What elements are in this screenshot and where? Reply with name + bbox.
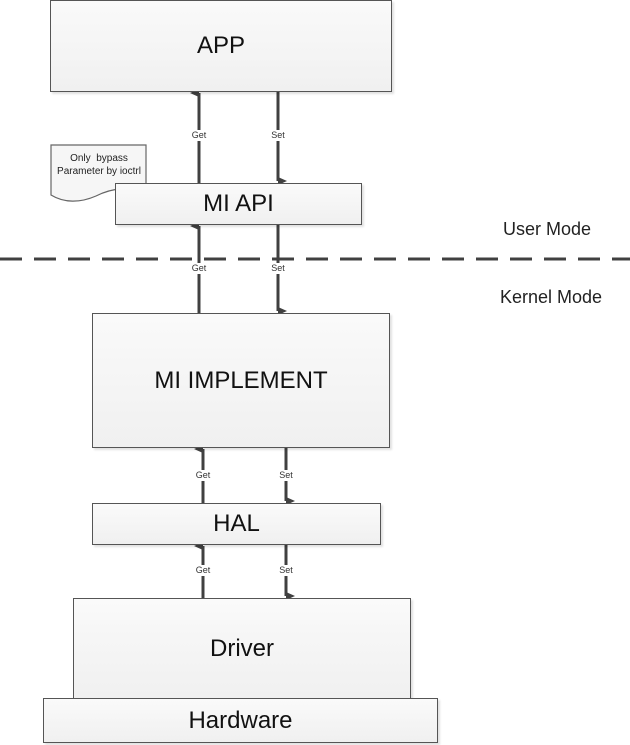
driver-box: Driver — [73, 598, 411, 699]
note-line-2: Parameter by ioctrl — [57, 166, 141, 177]
app-box: APP — [50, 0, 392, 92]
hardware-label: Hardware — [188, 706, 293, 734]
set-label-hal: Set — [278, 565, 294, 576]
driver-label: Driver — [210, 634, 274, 662]
hal-box: HAL — [92, 503, 381, 545]
set-label-app: Set — [270, 130, 286, 141]
get-label-api: Get — [190, 263, 208, 274]
mi-implement-box: MI IMPLEMENT — [92, 313, 390, 448]
mi-implement-label: MI IMPLEMENT — [154, 366, 328, 394]
hal-label: HAL — [213, 510, 260, 537]
note-text: Only bypass Parameter by ioctrl — [51, 152, 147, 178]
set-label-api: Set — [270, 263, 286, 274]
set-label-impl: Set — [278, 470, 294, 481]
get-label-impl: Get — [194, 470, 212, 481]
kernel-mode-label: Kernel Mode — [500, 287, 603, 307]
mi-api-box: MI API — [115, 183, 362, 225]
get-label-hal: Get — [194, 565, 212, 576]
app-label: APP — [196, 32, 246, 59]
hardware-box: Hardware — [43, 698, 438, 743]
user-mode-label: User Mode — [503, 219, 592, 239]
get-label-app: Get — [190, 130, 208, 141]
note-line-1: Only bypass — [70, 153, 128, 164]
mi-api-label: MI API — [203, 190, 274, 217]
